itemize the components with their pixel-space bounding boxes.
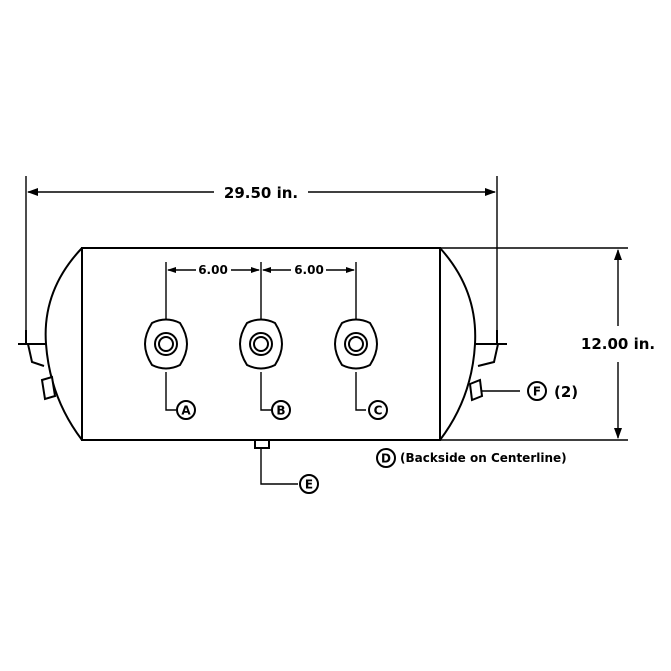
callout-a: A: [176, 400, 196, 420]
diameter-label: 12.00 in.: [581, 335, 655, 353]
callout-d: D (Backside on Centerline): [376, 448, 567, 468]
bottom-fitting-e: [254, 439, 270, 449]
callout-c-letter: C: [374, 404, 383, 418]
overall-length-label: 29.50 in.: [224, 184, 298, 202]
callout-d-letter: D: [381, 452, 391, 466]
side-fitting-left: [40, 375, 57, 401]
port-b: [238, 318, 284, 370]
diameter-dimension: 12.00 in.: [440, 247, 655, 441]
callout-d-note: (Backside on Centerline): [400, 451, 567, 465]
callout-f-note: (2): [554, 383, 578, 401]
callout-e-letter: E: [305, 478, 313, 492]
callout-b: B: [271, 400, 291, 420]
leader-lines: [165, 372, 520, 485]
callout-c: C: [368, 400, 388, 420]
callout-f-letter: F: [533, 385, 541, 399]
port-spacing-dimension: 6.00 6.00: [165, 262, 357, 320]
port-spacing-left-label: 6.00: [198, 263, 228, 277]
mounting-foot-right: [475, 330, 507, 367]
overall-length-dimension: 29.50 in.: [25, 176, 498, 330]
port-spacing-right-label: 6.00: [294, 263, 324, 277]
mounting-foot-left: [18, 330, 46, 367]
port-a: [143, 318, 189, 370]
callout-b-letter: B: [276, 404, 285, 418]
port-c: [333, 318, 379, 370]
callout-e: E: [299, 474, 319, 494]
callout-a-letter: A: [181, 404, 191, 418]
callout-f: F (2): [527, 381, 578, 401]
side-fitting-right: [468, 378, 484, 402]
